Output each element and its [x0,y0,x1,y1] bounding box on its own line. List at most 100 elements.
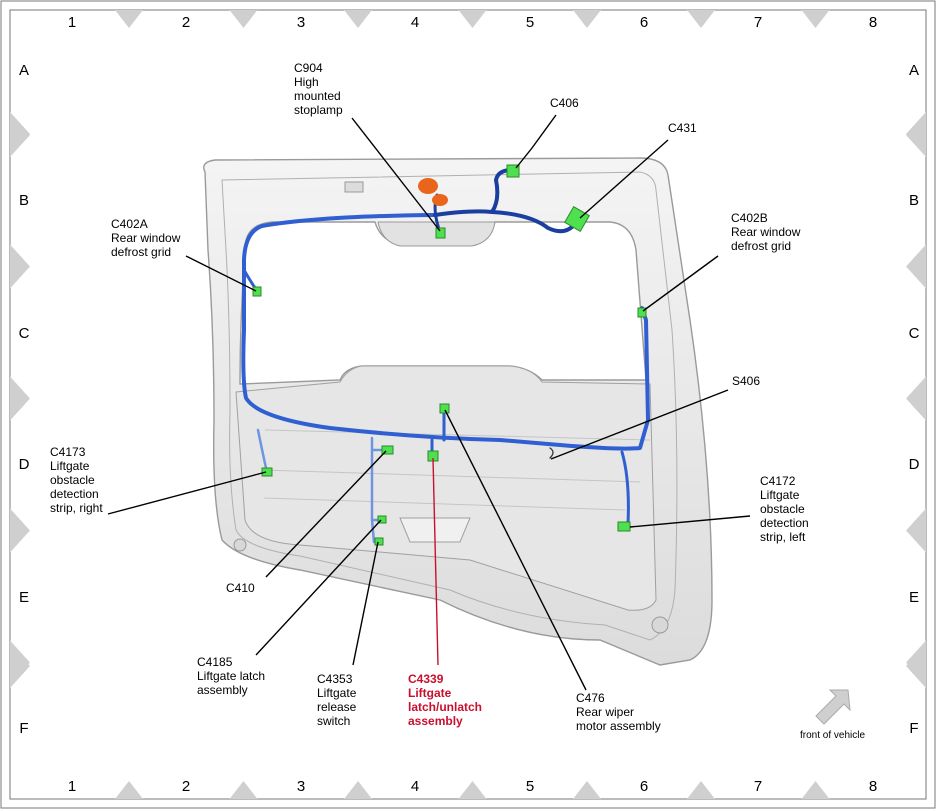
leader-c4353 [352,541,379,666]
column-label-bottom: 8 [869,778,877,795]
label-c4353: C4353 Liftgate release switch [317,672,360,728]
column-label-top: 5 [526,14,534,31]
column-label-top: 4 [411,14,419,31]
grid-markers [10,10,926,799]
row-label-left: D [19,456,30,473]
right-grid-marker [906,508,926,553]
label-s406: S406 [732,374,760,388]
front-of-vehicle-label: front of vehicle [800,730,865,741]
label-c431: C431 [668,121,697,135]
column-label-top: 8 [869,14,877,31]
top-grid-marker [687,10,715,28]
lower-trim [235,365,657,611]
bottom-grid-marker [458,781,487,799]
bottom-grid-marker [573,781,601,799]
top-grid-marker [573,10,601,28]
leader-c476 [444,409,587,691]
connector-c4172 [617,521,631,532]
label-c4173: C4173 Liftgate obstacle detection strip,… [50,445,103,515]
branch-c4173 [256,428,268,470]
leader-c4185 [255,519,382,656]
connector-c4173 [261,467,273,477]
left-grid-marker [10,244,30,289]
column-label-bottom: 1 [68,778,76,795]
bottom-grid-marker [115,781,143,799]
connector-c410 [381,445,394,455]
branch-c406 [433,168,514,217]
right-grid-marker [906,644,926,688]
left-grid-marker [10,376,30,421]
column-label-top: 2 [182,14,190,31]
label-c402a: C402A Rear window defrost grid [111,217,184,259]
row-label-left: C [19,325,30,342]
connector-c402a [252,286,262,297]
right-grid-marker [906,376,926,421]
row-label-left: F [19,720,28,737]
connector-c4185 [377,515,387,524]
front-arrow-icon [815,689,851,725]
liftgate-inner-edge [221,171,678,641]
row-label-right: B [909,192,919,209]
label-c4185: C4185 Liftgate latch assembly [197,655,268,697]
top-grid-marker [801,10,830,28]
connector-c476 [439,403,450,414]
column-label-bottom: 5 [526,778,534,795]
bottom-grid-marker [344,781,372,799]
column-label-bottom: 2 [182,778,190,795]
column-label-top: 1 [68,14,76,31]
branch-c431 [490,210,577,234]
row-label-left: E [19,589,29,606]
row-label-right: E [909,589,919,606]
label-c476: C476 Rear wiper motor assembly [576,691,661,733]
top-clip [344,181,364,193]
label-c410: C410 [226,581,255,595]
top-grid-marker [344,10,372,28]
label-c4339: C4339 Liftgate latch/unlatch assembly [408,672,485,728]
main-harness [241,213,650,451]
column-label-top: 7 [754,14,762,31]
leader-c410 [265,450,387,578]
bottom-grid-marker [801,781,830,799]
column-label-bottom: 7 [754,778,762,795]
connector-c431 [564,206,590,232]
right-grid-marker [906,112,926,156]
leader-c4172 [629,515,751,528]
left-grid-marker [10,644,30,688]
left-grid-marker [10,112,30,156]
label-c4172: C4172 Liftgate obstacle detection strip,… [760,474,812,544]
branch-c4172 [620,450,630,526]
labels: C904 High mounted stoplamp C406 C431 C40… [50,61,812,733]
row-label-right: D [909,456,920,473]
row-label-left: A [19,62,29,79]
front-of-vehicle-indicator: front of vehicle [800,689,865,741]
label-c904: C904 High mounted stoplamp [294,61,344,117]
bottom-grid-marker [687,781,715,799]
row-label-right: A [909,62,919,79]
connector-c402b [637,307,647,318]
row-label-right: F [909,720,918,737]
column-label-bottom: 4 [411,778,419,795]
liftgate-panel [203,157,713,666]
leader-c402a [185,255,257,292]
label-c406: C406 [550,96,579,110]
connector-c4353 [374,537,384,546]
top-grid-marker [458,10,487,28]
top-grid-marker [115,10,143,28]
bumper-right [651,616,669,634]
column-label-top: 6 [640,14,648,31]
leader-lines [107,114,751,691]
right-grid-marker [906,244,926,289]
orange-clip [418,178,448,206]
splice-s406 [549,447,554,459]
leader-s406 [550,389,729,460]
bumper-left [233,538,247,552]
column-label-top: 3 [297,14,305,31]
leader-c406 [515,114,557,169]
window-opening [239,221,647,385]
top-grid-marker [229,10,258,28]
left-grid-marker [10,508,30,553]
connector-c904 [435,227,446,239]
